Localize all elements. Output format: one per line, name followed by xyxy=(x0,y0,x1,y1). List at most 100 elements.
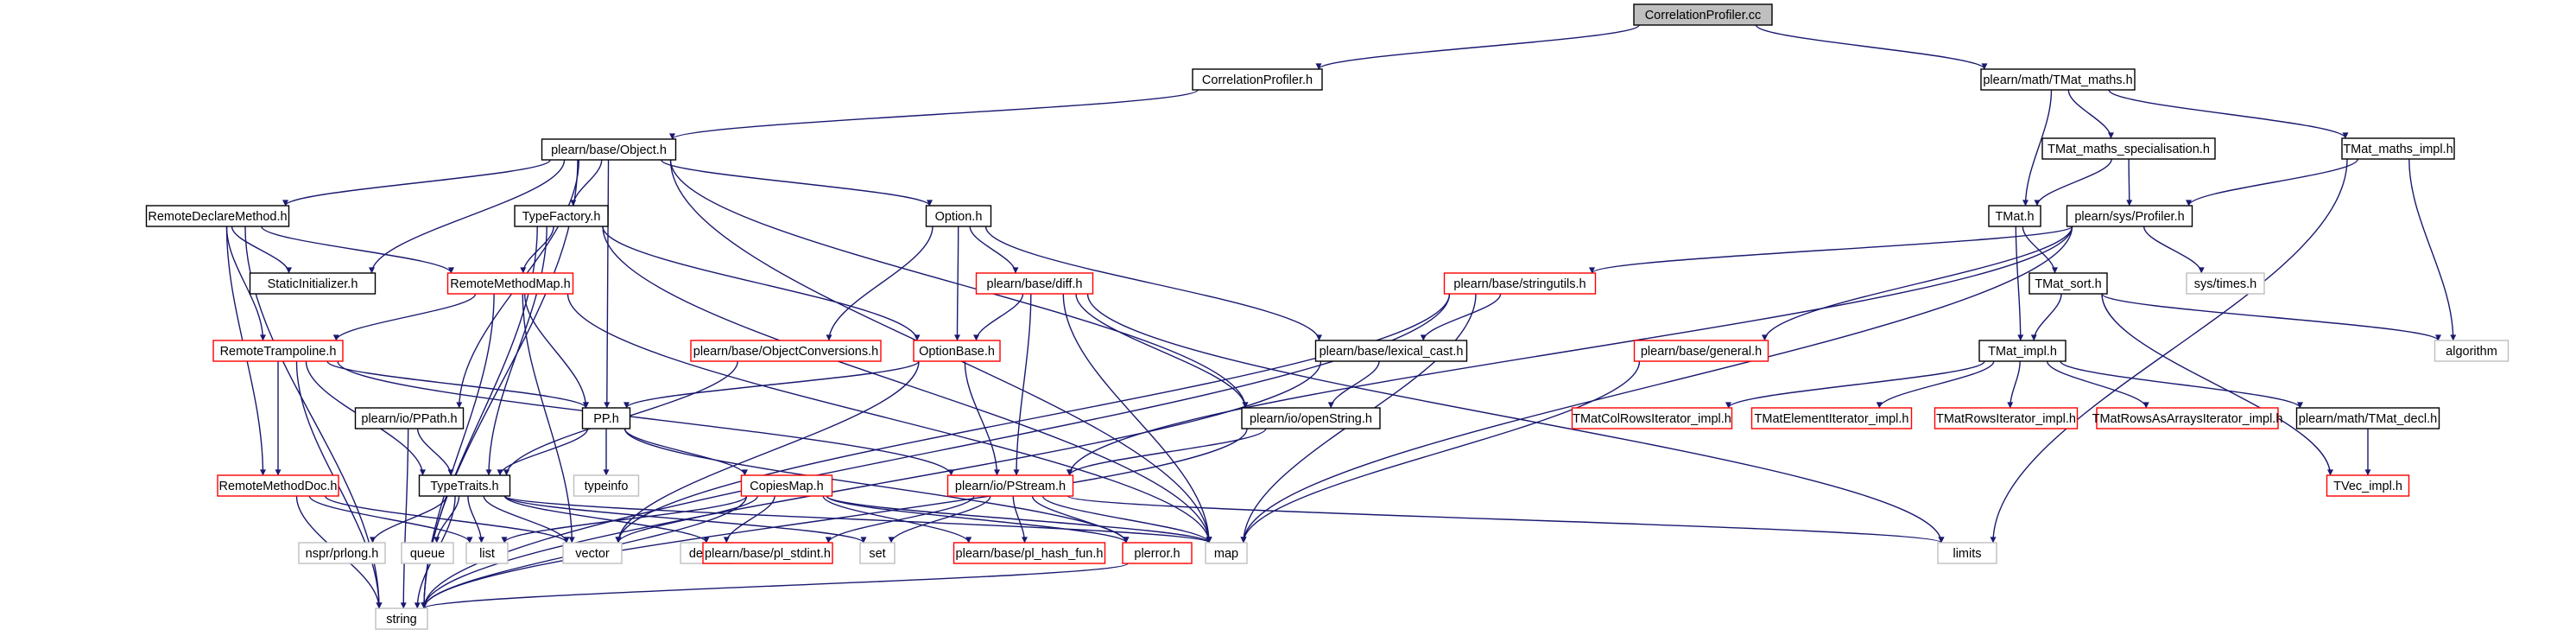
node-openstring-h[interactable]: plearn/io/openString.h xyxy=(1241,407,1381,429)
edge-option_h-to-diff_h xyxy=(969,226,1019,274)
node-tmatelement-h[interactable]: TMatElementIterator_impl.h xyxy=(1750,407,1913,429)
edge-typetraits_h-to-queue xyxy=(434,495,460,544)
node-tmat-decl-h[interactable]: plearn/math/TMat_decl.h xyxy=(2295,407,2440,429)
edge-pp_h-to-copiesmap_h xyxy=(623,428,748,476)
node-tmatcolrows-h[interactable]: TMatColRowsIterator_impl.h xyxy=(1571,407,1733,429)
node-queue: queue xyxy=(401,542,454,564)
node-stringutils-h[interactable]: plearn/base/stringutils.h xyxy=(1443,272,1597,295)
edge-remotedeclaremethod_h-to-remotemethodmap_h xyxy=(261,226,454,274)
node-box xyxy=(2341,137,2455,160)
node-box xyxy=(702,542,833,564)
node-pl-hash-fun-h[interactable]: plearn/base/pl_hash_fun.h xyxy=(953,542,1106,564)
edge-remotemethodmap_h-to-remotetrampoline_h xyxy=(332,293,477,341)
edge-copiesmap_h-to-map xyxy=(826,495,1212,544)
node-string: string xyxy=(375,607,428,630)
node-typefactory-h[interactable]: TypeFactory.h xyxy=(514,205,609,227)
node-lexical-cast-h[interactable]: plearn/base/lexical_cast.h xyxy=(1314,340,1468,362)
node-box xyxy=(2066,205,2193,227)
node-objectconversions-h[interactable]: plearn/base/ObjectConversions.h xyxy=(690,340,882,362)
edge-diff_h-to-optionbase_h xyxy=(973,293,1024,341)
node-pstream-h[interactable]: plearn/io/PStream.h xyxy=(946,474,1074,497)
edge-remotedeclaremethod_h-to-remotetrampoline_h xyxy=(225,226,266,341)
node-label: TMat_impl.h xyxy=(1988,345,2057,359)
node-option-h[interactable]: Option.h xyxy=(925,205,992,227)
edge-tmat_sort_h-to-tmat_impl_h xyxy=(2030,293,2062,341)
node-label: plearn/base/ObjectConversions.h xyxy=(693,345,878,359)
node-typetraits-h[interactable]: TypeTraits.h xyxy=(418,474,511,497)
node-box xyxy=(913,340,1001,362)
edge-optionbase_h-to-vector xyxy=(615,360,920,544)
edge-correlationprofiler_h-to-object_h xyxy=(669,89,1199,140)
node-staticinitializer-h[interactable]: StaticInitializer.h xyxy=(249,272,377,295)
edge-typetraits_h-to-map xyxy=(503,495,1212,544)
node-box xyxy=(1241,407,1381,429)
node-label: CorrelationProfiler.cc xyxy=(1645,9,1762,22)
node-box xyxy=(2096,407,2279,429)
node-box xyxy=(446,272,574,295)
node-remotemethodmap-h[interactable]: RemoteMethodMap.h xyxy=(446,272,574,295)
edge-typetraits_h-to-pl_stdint_h xyxy=(503,495,710,544)
node-diff-h[interactable]: plearn/base/diff.h xyxy=(975,272,1094,295)
edge-object_h-to-string xyxy=(421,159,579,609)
node-copiesmap-h[interactable]: CopiesMap.h xyxy=(740,474,833,497)
node-object-h[interactable]: plearn/base/Object.h xyxy=(541,138,677,161)
node-tmatrows-h[interactable]: TMatRowsIterator_impl.h xyxy=(1934,407,2079,429)
edge-remotetrampoline_h-to-pstream_h xyxy=(337,360,954,476)
edge-tmat_sort_h-to-tvec_impl_h xyxy=(2101,293,2333,476)
edge-remotedeclaremethod_h-to-staticinitializer_h xyxy=(231,226,292,274)
edge-remotemethodmap_h-to-string xyxy=(421,293,495,609)
node-box xyxy=(1633,3,1773,26)
node-plerror-h[interactable]: plerror.h xyxy=(1122,542,1193,564)
edge-object_h-to-option_h xyxy=(661,159,933,207)
edge-object_h-to-remotedeclaremethod_h xyxy=(282,159,551,207)
node-tvec-impl-h[interactable]: TVec_impl.h xyxy=(2326,474,2410,497)
node-label: RemoteMethodMap.h xyxy=(450,277,570,291)
edge-pstream_h-to-limits xyxy=(1066,495,1945,544)
node-tmat-h[interactable]: TMat.h xyxy=(1988,205,2041,227)
edge-remotemethodmap_h-to-map xyxy=(566,293,1212,544)
edge-tmat_sort_h-to-algorithm xyxy=(2101,293,2441,341)
edge-typefactory_h-to-remotemethodmap_h xyxy=(520,226,554,274)
node-tmat-maths-spec-h[interactable]: TMat_maths_specialisation.h xyxy=(2041,137,2216,160)
nodes-layer: CorrelationProfiler.ccCorrelationProfile… xyxy=(145,3,2510,630)
edge-tmat_impl_h-to-tmatrowsasarrays_h xyxy=(2046,360,2149,409)
node-remotetrampoline-h[interactable]: RemoteTrampoline.h xyxy=(212,340,344,362)
node-box xyxy=(1314,340,1468,362)
node-label: TVec_impl.h xyxy=(2333,480,2402,493)
node-tmat-impl-h[interactable]: TMat_impl.h xyxy=(1978,340,2066,362)
node-label: queue xyxy=(410,547,445,561)
edge-typetraits_h-to-set xyxy=(503,495,867,544)
node-remotedeclaremethod-h[interactable]: RemoteDeclareMethod.h xyxy=(145,205,290,227)
node-general-h[interactable]: plearn/base/general.h xyxy=(1633,340,1769,362)
node-label: OptionBase.h xyxy=(919,345,995,359)
edge-typetraits_h-to-vector xyxy=(483,495,570,544)
edge-tmat_maths_spec_h-to-profiler_h xyxy=(2126,158,2133,207)
edge-root-to-tmat_maths_h xyxy=(1755,24,1988,70)
node-box xyxy=(418,474,511,497)
node-profiler-h[interactable]: plearn/sys/Profiler.h xyxy=(2066,205,2193,227)
node-tmat-sort-h[interactable]: TMat_sort.h xyxy=(2029,272,2108,295)
node-box xyxy=(2434,340,2510,362)
node-ppath-h[interactable]: plearn/io/PPath.h xyxy=(354,407,465,429)
node-tmat-maths-impl-h[interactable]: TMat_maths_impl.h xyxy=(2341,137,2455,160)
node-pl-stdint-h[interactable]: plearn/base/pl_stdint.h xyxy=(702,542,833,564)
node-box xyxy=(1443,272,1597,295)
node-optionbase-h[interactable]: OptionBase.h xyxy=(913,340,1001,362)
edge-remotemethodmap_h-to-vector xyxy=(522,293,575,544)
edge-diff_h-to-openstring_h xyxy=(1075,293,1249,409)
node-label: plearn/base/pl_hash_fun.h xyxy=(956,547,1104,561)
edge-profiler_h-to-stringutils_h xyxy=(1589,226,2073,274)
edge-tmat_maths_spec_h-to-tmat_h xyxy=(2034,158,2112,207)
node-box xyxy=(2041,137,2216,160)
node-root[interactable]: CorrelationProfiler.cc xyxy=(1633,3,1773,26)
node-tmat-maths-h[interactable]: plearn/math/TMat_maths.h xyxy=(1980,68,2136,91)
node-correlationprofiler-h[interactable]: CorrelationProfiler.h xyxy=(1192,68,1323,91)
node-tmatrowsasarrays-h[interactable]: TMatRowsAsArraysIterator_impl.h xyxy=(2092,407,2283,429)
node-label: plearn/base/general.h xyxy=(1641,345,1762,359)
edge-object_h-to-pp_h xyxy=(604,159,611,409)
node-remotemethoddoc-h[interactable]: RemoteMethodDoc.h xyxy=(217,474,339,497)
node-pp-h[interactable]: PP.h xyxy=(581,407,631,429)
node-label: plearn/base/pl_stdint.h xyxy=(705,547,831,561)
node-label: TMat.h xyxy=(1995,210,2034,224)
